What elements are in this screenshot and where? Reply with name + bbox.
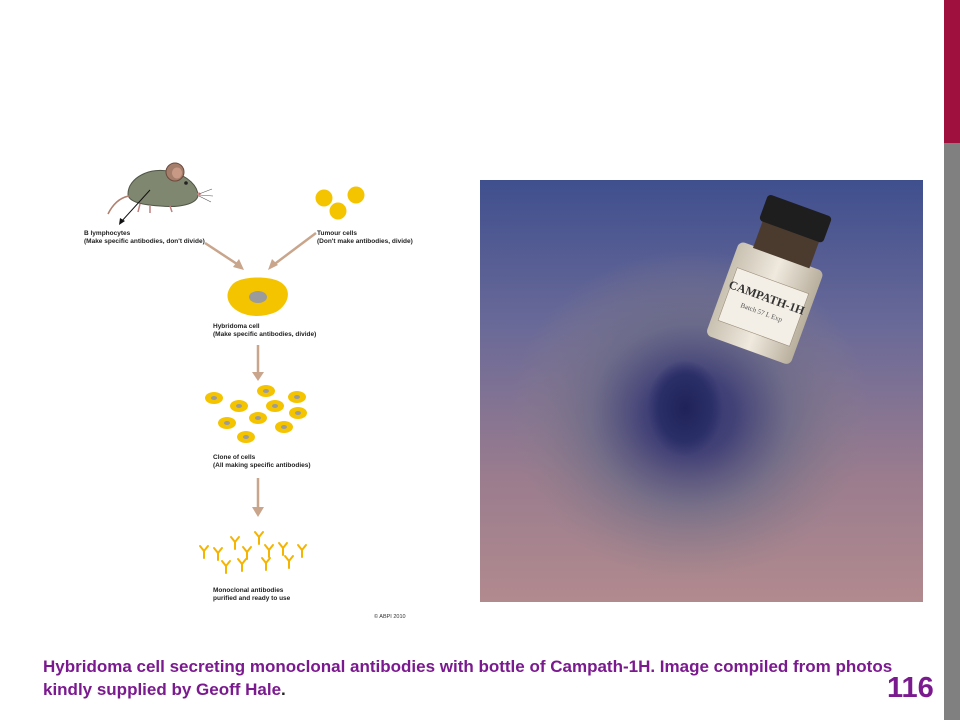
monoclonal-antibodies-title: Monoclonal antibodies [213, 587, 284, 594]
caption-period: . [281, 680, 286, 699]
slide-caption: Hybridoma cell secreting monoclonal anti… [43, 655, 893, 701]
arrow-icon [204, 232, 317, 268]
b-lymphocytes-label: B lymphocytes (Make specific antibodies,… [84, 230, 205, 246]
accent-bar [944, 0, 960, 143]
antibody-icons [199, 531, 307, 574]
arrowhead-icon [252, 507, 264, 517]
tumour-cells-note: (Don't make antibodies, divide) [317, 238, 413, 245]
tumour-cells-label: Tumour cells (Don't make antibodies, div… [317, 230, 413, 246]
copyright-notice: © ABPI 2010 [374, 614, 406, 620]
hybridoma-cell-title: Hybridoma cell [213, 323, 260, 330]
mouse-icon [107, 162, 214, 215]
arrowhead-icon [233, 259, 244, 270]
caption-text: Hybridoma cell secreting monoclonal anti… [43, 657, 893, 699]
monoclonal-antibodies-label: Monoclonal antibodies purified and ready… [213, 587, 290, 603]
clone-of-cells-note: (All making specific antibodies) [213, 462, 311, 469]
b-lymphocytes-title: B lymphocytes [84, 230, 131, 237]
tumour-cells-icon [315, 186, 365, 220]
hybridoma-cell-note: (Make specific antibodies, divide) [213, 331, 317, 338]
slide-number: 116 [887, 672, 934, 704]
tumour-cells-title: Tumour cells [317, 230, 357, 237]
hybridoma-cell-icon [227, 277, 288, 316]
clone-cells-icon [205, 385, 307, 443]
arrowhead-icon [252, 372, 264, 381]
hybridoma-cell-label: Hybridoma cell (Make specific antibodies… [213, 323, 316, 339]
monoclonal-antibodies-note: purified and ready to use [213, 595, 291, 602]
syringe-pointer-icon [119, 189, 151, 225]
clone-of-cells-label: Clone of cells (All making specific anti… [213, 454, 311, 470]
arrowhead-icon [268, 259, 278, 270]
hybridoma-photo: CAMPATH-1H Batch 57 L Exp [480, 180, 923, 602]
side-bar [944, 143, 960, 720]
clone-of-cells-title: Clone of cells [213, 454, 256, 461]
b-lymphocytes-note: (Make specific antibodies, don't divide) [84, 238, 205, 245]
campath-bottle-icon: CAMPATH-1H Batch 57 L Exp [707, 194, 832, 364]
